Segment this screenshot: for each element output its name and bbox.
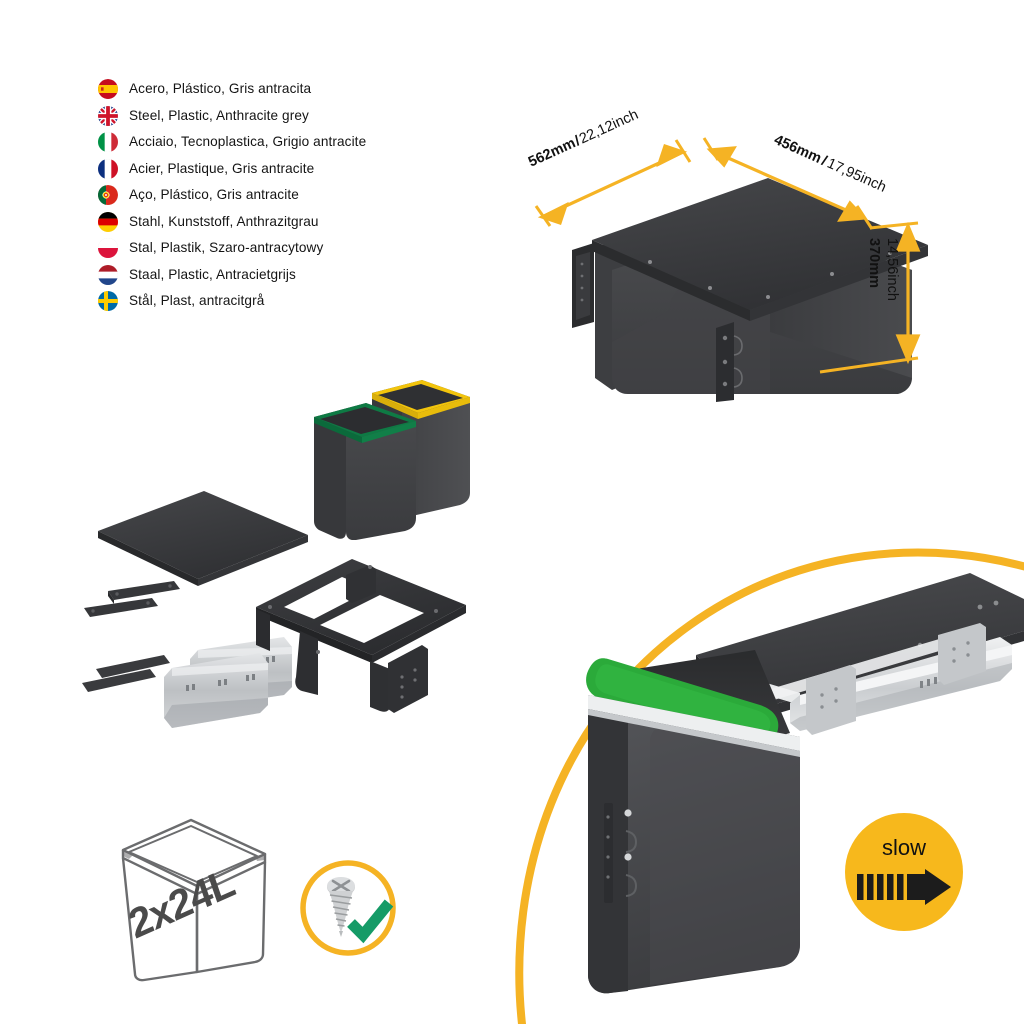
drawer-slide bbox=[164, 653, 268, 728]
bin-outline-icon bbox=[121, 818, 267, 982]
exploded-parts-illustration bbox=[82, 491, 466, 728]
list-item-label: Acciaio, Tecnoplastica, Grigio antracite bbox=[129, 134, 367, 150]
pull-out-waste-unit-open bbox=[500, 545, 1024, 1024]
flag-netherlands-icon bbox=[98, 264, 118, 285]
slow-badge-label: slow bbox=[881, 835, 926, 860]
list-item-label: Steel, Plastic, Anthracite grey bbox=[129, 107, 309, 123]
dimension-label-height-inch: 14,56inch bbox=[884, 238, 900, 301]
dimension-height-mm: 370mm bbox=[866, 238, 882, 288]
list-item: Acier, Plastique, Gris antracite bbox=[98, 156, 458, 183]
list-item: Stahl, Kunststoff, Anthrazitgrau bbox=[98, 209, 458, 236]
capacity-icon: 2x24L bbox=[105, 812, 285, 990]
check-mark-icon bbox=[347, 899, 394, 944]
screw-icon bbox=[327, 877, 355, 937]
yellow-arc-decoration bbox=[515, 548, 1024, 1024]
flag-uk-icon bbox=[98, 105, 118, 126]
flag-poland-icon bbox=[98, 238, 118, 259]
list-item: Stål, Plast, antracitgrå bbox=[98, 288, 458, 315]
flag-sweden-icon bbox=[98, 291, 118, 312]
materials-language-list: Acero, Plástico, Gris antracita Steel, P… bbox=[98, 76, 458, 315]
waste-bins-pair bbox=[300, 375, 490, 541]
mounting-frame bbox=[256, 559, 466, 713]
list-item: Acciaio, Tecnoplastica, Grigio antracite bbox=[98, 129, 458, 156]
pull-out-waste-unit-closed: 562mm/22,12inch 456mm/17,95inch 370mm 14… bbox=[520, 107, 1020, 430]
list-item-label: Acier, Plastique, Gris antracite bbox=[129, 160, 315, 176]
list-item: Stal, Plastik, Szaro-antracytowy bbox=[98, 235, 458, 262]
flag-portugal-icon bbox=[98, 185, 118, 206]
lid-panel bbox=[98, 491, 308, 586]
slow-motion-arrow-icon bbox=[857, 869, 951, 905]
mounting-strip bbox=[82, 669, 156, 692]
slow-close-badge: slow bbox=[845, 813, 963, 931]
open-unit-illustration bbox=[515, 548, 1024, 1024]
list-item: Acero, Plástico, Gris antracita bbox=[98, 76, 458, 103]
flag-italy-icon bbox=[98, 132, 118, 153]
waste-bin-green-rim bbox=[314, 403, 416, 541]
list-item-label: Aço, Plástico, Gris antracite bbox=[129, 187, 299, 203]
closed-unit-illustration bbox=[534, 137, 928, 402]
list-item: Aço, Plástico, Gris antracite bbox=[98, 182, 458, 209]
flag-germany-icon bbox=[98, 211, 118, 232]
list-item-label: Stal, Plastik, Szaro-antracytowy bbox=[129, 240, 324, 256]
list-item-label: Staal, Plastic, Antracietgrijs bbox=[129, 266, 296, 282]
exploded-parts-group bbox=[70, 455, 490, 745]
dimension-label-height-mm: 370mm bbox=[866, 238, 882, 288]
mounting-strip bbox=[84, 598, 158, 617]
list-item-label: Acero, Plástico, Gris antracita bbox=[129, 81, 312, 97]
slide-mounting-bracket bbox=[806, 623, 986, 735]
slow-badge-circle bbox=[845, 813, 963, 931]
screws-included-illustration bbox=[300, 860, 396, 956]
yellow-ring bbox=[300, 860, 396, 956]
mounting-strip bbox=[96, 655, 170, 678]
list-item-label: Stahl, Kunststoff, Anthrazitgrau bbox=[129, 213, 319, 229]
hinge-hardware bbox=[604, 803, 638, 903]
mounting-strip bbox=[108, 581, 180, 604]
list-item-label: Stål, Plast, antracitgrå bbox=[129, 293, 265, 309]
flag-france-icon bbox=[98, 158, 118, 179]
bins-illustration bbox=[314, 380, 470, 541]
list-item: Steel, Plastic, Anthracite grey bbox=[98, 103, 458, 130]
dimension-height-inch: 14,56inch bbox=[884, 238, 900, 301]
list-item: Staal, Plastic, Antracietgrijs bbox=[98, 262, 458, 289]
screws-included-badge bbox=[293, 853, 409, 969]
flag-spain-icon bbox=[98, 79, 118, 100]
